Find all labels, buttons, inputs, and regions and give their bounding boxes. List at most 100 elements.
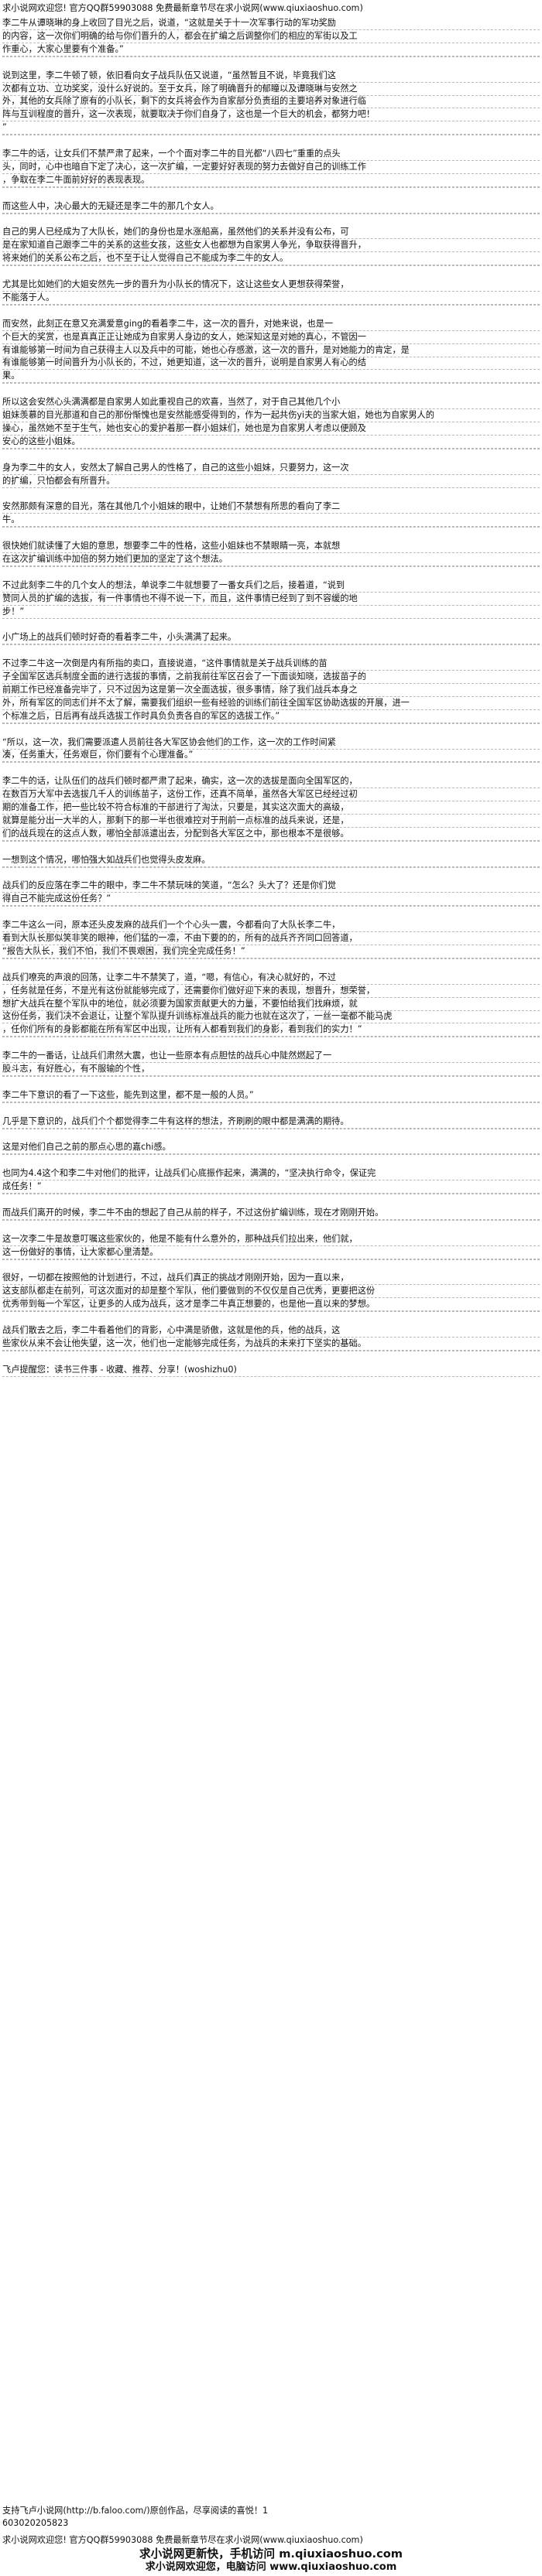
content-line: [2, 1154, 540, 1156]
content-line: “报告大队长，我们不怕，我们不畏艰困，我们完全完成任务！”: [2, 945, 540, 958]
content-line: 在数百万大军中去选拔几千人的训练苗子，这份工作，还真不简单，虽然各大军区已经经过…: [2, 788, 540, 802]
content-line: ，争取在李二牛面前好好的表现表现。: [2, 174, 540, 187]
content-line: 成任务！”: [2, 1180, 540, 1194]
bottom-site-banner: 求小说网欢迎您! 官方QQ群59903088 免费最新章节尽在求小说网(www.…: [2, 2535, 363, 2545]
content-line: 所以这会安然心头满满都是自家男人如此重视自己的欢喜，当然了，对于自己其他几个小: [2, 396, 540, 410]
content-line: 小广场上的战兵们顿时好奇的看着李二牛，小头满满了起来。: [2, 631, 540, 645]
content-line: [2, 723, 540, 724]
content-line: 阵与互训程度的晋升，这一次表现，就要取决于你们自身了，这也是一个巨大的机会，都努…: [2, 108, 540, 122]
faloo-support-note[interactable]: 支持飞卢小说网(http://b.faloo.com/)原创作品，尽享阅读的喜悦…: [2, 2506, 269, 2516]
content-line: [2, 1311, 540, 1313]
content-line: [2, 565, 540, 567]
content-line: 不过李二牛这一次倒是内有所指的卖口，直接说道，“这件事情就是关于战兵训练的苗: [2, 658, 540, 671]
content-line: 战兵们散去之后，李二牛看着他们的背影，心中满是骄傲，这就是他的兵，他的战兵，这: [2, 1324, 540, 1338]
content-line: 战兵们嘹亮的声浪的回荡，让李二牛不禁笑了，道，“嗯，有信心，有决心就好的，不过: [2, 972, 540, 985]
content-line: 前期工作已经准备完毕了，只不过因为这是第一次全面选拔，很多事情，除了我们战兵本身…: [2, 684, 540, 697]
content-line: 的扩编，只怕都会有所晋升。: [2, 475, 540, 488]
content-line: 李二牛下意识的看了一下这些，能先到这里，都不是一般的人员。”: [2, 1089, 540, 1102]
content-line: 有谁能够第一时间晋升为小队长的，不过，她更知道，这一次的晋升，说明是自家男人有心…: [2, 357, 540, 371]
content-line: [2, 644, 540, 646]
content-line: 有谁能够第一时间为自己获得主人以及兵中的可能，她也心存感激，这一次的晋升，是对她…: [2, 344, 540, 357]
content-line: 飞卢提醒您：读书三件事 - 收藏、推荐、分享！(woshizhu0): [2, 1364, 540, 1377]
content-line: 作重心，大家心里要有个准备。”: [2, 43, 540, 56]
content-line: 姐妹羡慕的目光那道和自己的那份惭愧也是安然能感受得到的，作为一起共伤yi夫的当家…: [2, 409, 540, 422]
content-line: 些家伙从来不会让他失望，这一次，他们也一定能够完成任务，为战兵的未来打下坚实的基…: [2, 1338, 540, 1351]
content-line: 个巨大的奖赏，也是真真正正让她成为自家男人身边的女人，她深知这是对她的真心，不管…: [2, 331, 540, 344]
content-line: 不过此刻李二牛的几个女人的想法，单说李二牛就想要了一番女兵们之后，接着道，“说到: [2, 579, 540, 593]
content-line: 身为李二牛的女人，安然太了解自己男人的性格了，自己的这些小姐妹，只要努力，这一次: [2, 462, 540, 475]
content-line: [2, 618, 540, 620]
content-line: 们的战兵现在的这点人数，哪怕全部派遣出去，分配到各大军区之中，那也根本不是很够。: [2, 828, 540, 841]
book-id: 603020205823: [2, 2518, 69, 2528]
content-line: 优秀带到每一个军区，让更多的人成为战兵，这才是李二牛真正想要的，也是他一直以来的…: [2, 1298, 540, 1312]
content-line: [2, 1259, 540, 1260]
content-line: 安心的这些小姐妹。: [2, 436, 540, 449]
content-line: ，任你们所有的身影都能在所有军区中出现，让所有人都看到我们的身影，看到我们的实力…: [2, 1023, 540, 1037]
content-line: 看到大队长那似笑非笑的眼神，他们猛的一凛，不由下要的的，所有的战兵齐齐同口回答道…: [2, 932, 540, 945]
content-line: [2, 958, 540, 959]
content-line: 不能落于人。: [2, 292, 540, 305]
content-line: 操心，虽然她不至于生气，她也安心的爱护着那一群小姐妹们，她也是为自家男人考虑以便…: [2, 422, 540, 436]
content-line: [2, 487, 540, 489]
content-line: [2, 56, 540, 57]
content-line: 这一份做好的事情，让大家都心里清楚。: [2, 1246, 540, 1259]
content-line: [2, 866, 540, 868]
content-line: [2, 1075, 540, 1077]
content-line: [2, 762, 540, 764]
content-line: 在这次扩编训练中加倍的努力她们更加的坚定了这个想法。: [2, 553, 540, 566]
content-line: ，任务就是任务，不是光有这份就能够完成了，还需要你们做好迎下来的表现，想晋升，想…: [2, 985, 540, 998]
content-line: [2, 1219, 540, 1221]
content-line: [2, 383, 540, 384]
content-line: 李二牛这么一问，原本还头皮发麻的战兵们一个个心头一震，今都看向了大队长李二牛，: [2, 919, 540, 933]
content-line: 很好，一切都在按照他的计划进行，不过，战兵们真正的挑战才刚刚开始，因为一直以来，: [2, 1272, 540, 1286]
content-line: 牛。: [2, 514, 540, 528]
footer-update-line[interactable]: 求小说网更新快，手机访问 m.qiuxiaoshuo.com: [139, 2547, 403, 2561]
content-line: 很快她们就读懂了大姐的意思，想要李二牛的性格，这些小姐妹也不禁眼睛一亮，本就想: [2, 540, 540, 553]
content-line: 外，其他的女兵除了原有的小队长，剩下的女兵将会作为自家部分负责组的主要培养对象进…: [2, 95, 540, 109]
content-line: 将来她们的关系公布之后，也不至于让人觉得自己不能成为李二牛的女人。: [2, 252, 540, 266]
content-line: 股斗志，有好胜心，有不服输的个性，: [2, 1063, 540, 1076]
content-line: 这是对他们自己之前的那点心思的嘉chi感。: [2, 1141, 540, 1155]
content-line: 这一次李二牛是故意叮嘱这些家伙的，他是不能有什么意外的，那种战兵们拉出来，他们就…: [2, 1233, 540, 1246]
content-line: 次都有立功、立功奖奖，没什么好说的。至于女兵，除了明确晋升的郁瞳以及谭晓琳与安然…: [2, 83, 540, 96]
content-line: 安然那颇有深意的目光，落在其他几个小姐妹的眼中，让她们不禁想有所思的看向了李二: [2, 501, 540, 514]
content-line: 果。: [2, 370, 540, 384]
content-line: 李二牛从谭晓琳的身上收回了目光之后，说道，“这就是关于十一次军事行动的军功奖励: [2, 17, 540, 30]
content-line: 就算是能分出一大半的人，那剩下的那一半也很难控对于刑前一点标准的战兵来说，还是，: [2, 815, 540, 828]
content-line: [2, 1102, 540, 1103]
content-line: 个标准之后，日后再有战兵选拔工作时具负负责各自的军区的选拔工作。”: [2, 710, 540, 723]
content-line: 李二牛的话，让女兵们不禁严肃了起来，一个个面对李二牛的目光都“八四七”重重的点头: [2, 148, 540, 161]
content-line: [2, 186, 540, 188]
content-line: 也同为4.4这个和李二牛对他们的批评，让战兵们心底振作起来，满满的，“坚决执行命…: [2, 1167, 540, 1181]
content-line: 而这些人中，决心最大的无疑还是李二牛的那几个女人。: [2, 200, 540, 214]
content-line: 李二牛的一番话，让战兵们肃然大震，也让一些原本有点胆怯的战兵心中陡然燃起了一: [2, 1050, 540, 1064]
content-line: 得自己不能完成这份任务？”: [2, 893, 540, 907]
footer-welcome-line[interactable]: 求小说网欢迎您，电脑访问 www.qiuxiaoshuo.com: [145, 2561, 397, 2573]
content-line: 子全国军区选兵制度全面的进行选拔的事情，之前我前往军区召会了一下面谈知晓，选拔苗…: [2, 671, 540, 684]
content-line: 凑，任务重大，任务艰巨，你们要有个心理准备。”: [2, 749, 540, 763]
top-site-banner: 求小说网欢迎您! 官方QQ群59903088 免费最新章节尽在求小说网(www.…: [2, 3, 363, 13]
content-line: 而安然，此刻正在意又充满爱意ging的看着李二牛，这一次的晋升，对她来说，也是一: [2, 318, 540, 331]
content-line: “所以，这一次，我们需要派遣人员前往各大军区协会他们的工作，这一次的工作时间紧: [2, 736, 540, 750]
content-line: 尤其是比如她们的大姐安然先一步的晋升为小队长的情况下，这让这些女人更想获得荣誉，: [2, 278, 540, 292]
content-line: 外，所有军区的同志们并不太了解，需要我们组织一些有经验的训练们前往全国军区协助选…: [2, 697, 540, 710]
content-line: 头，同时，心中也暗自下定了决心，这一次扩编，一定要好好表现的努力去做好自己的训练…: [2, 161, 540, 174]
content-line: [2, 527, 540, 528]
content-line: 想扩大战兵在整个军队中的地位，就必须要为国家贡献更大的力量，不要怕给我们找麻烦，…: [2, 998, 540, 1011]
content-line: 说到这里，李二牛顿了顿，依旧看向女子战兵队伍又说道，“虽然暂且不说，毕竟我们这: [2, 70, 540, 83]
content-line: [2, 265, 540, 267]
content-line: ”: [2, 121, 540, 135]
content-line: 是在家知道自己跟李二牛的关系的这些女孩，这些女人也都想为自家男人争光，争取获得晋…: [2, 239, 540, 253]
content-line: 自己的男人已经成为了大队长，她们的身份也是水涨船高，虽然他们的关系并没有公布，可: [2, 226, 540, 240]
content-line: [2, 304, 540, 306]
content-line: 而战兵们离开的时候，李二牛不由的想起了自己从前的样子，不过这份扩编训练，现在才刚…: [2, 1207, 540, 1220]
content-line: 这支部队都走在前列，可这次面对的却是整个军队，他们要做到的不仅仅是自己优秀，更要…: [2, 1285, 540, 1299]
content-line: [2, 840, 540, 842]
content-line: 期的准备工作，把一些比较不符合标准的干部进行了淘汰，只要是，其实这次面大的高级，: [2, 801, 540, 815]
content-line: 李二牛的话，让队伍们的战兵们顿时都严肃了起来，确实，这一次的选拔是面向全国军区的…: [2, 775, 540, 789]
content-line: 步！”: [2, 606, 540, 619]
content-line: 赞同人员的扩编的选拔，有一件事情也不得不说一下，而且，这件事情已经到了到不容缓的…: [2, 593, 540, 606]
content-line: 几乎是下意识的，战兵们个个都觉得李二牛有这样的想法，齐刷刷的眼中都是满满的期待。: [2, 1115, 540, 1129]
content-line: 战兵们的反应落在李二牛的眼中，李二牛不禁玩味的笑道，“怎么？头大了？还是你们觉: [2, 880, 540, 893]
